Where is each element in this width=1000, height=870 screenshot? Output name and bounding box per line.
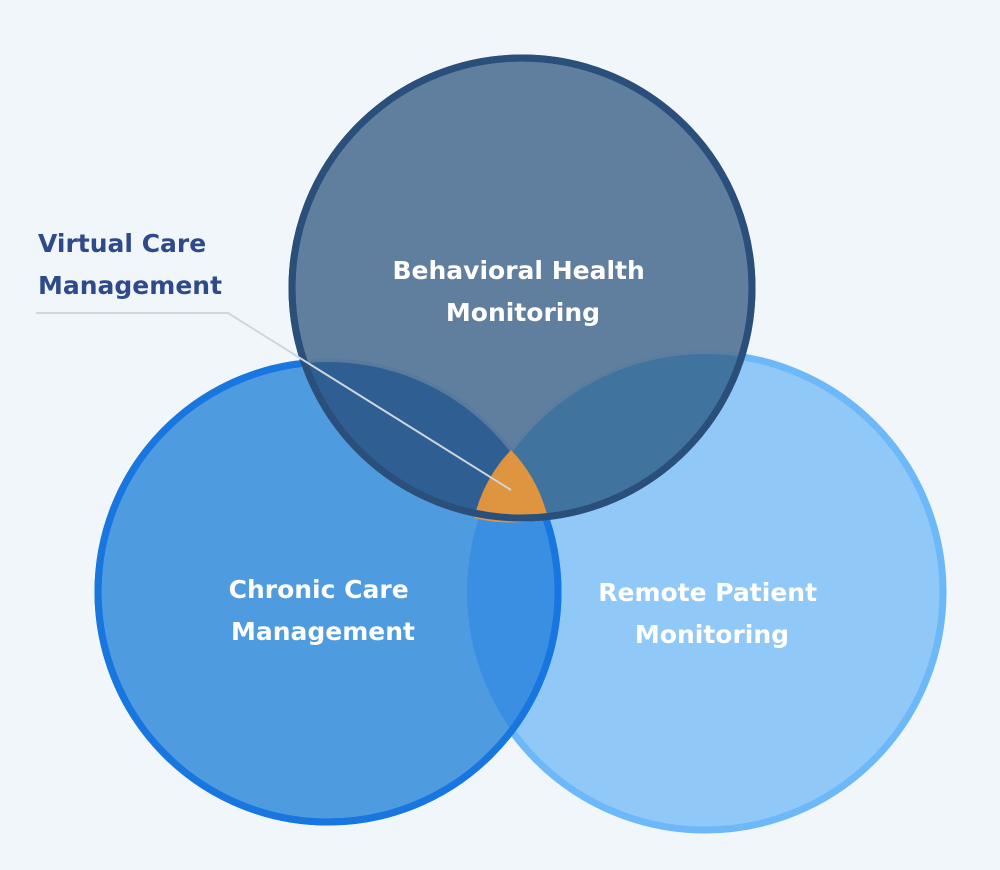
behavioral-remote-overlap [467,354,749,515]
behavioral-label-line-2: Monitoring [446,298,600,327]
behavioral-label-line-1: Behavioral Health [393,256,645,285]
callout-leader-line [36,312,512,491]
chronic-label-line-1: Chronic Care [229,575,409,604]
behavioral-health-label: Behavioral Health Monitoring [393,256,654,327]
remote-patient-label: Remote Patient Monitoring [598,578,826,649]
virtual-care-management-intersection [474,450,548,523]
behavioral-chronic-overlap [295,362,558,515]
chronic-care-label: Chronic Care Management [229,575,418,646]
remote-label-line-2: Monitoring [635,620,789,649]
virtual-care-callout-label: Virtual Care Management [38,229,222,300]
chronic-label-line-2: Management [231,617,415,646]
callout-line-2: Management [38,271,222,300]
callout-line-1: Virtual Care [38,229,206,258]
remote-label-line-1: Remote Patient [598,578,817,607]
behavioral-border [288,54,756,522]
